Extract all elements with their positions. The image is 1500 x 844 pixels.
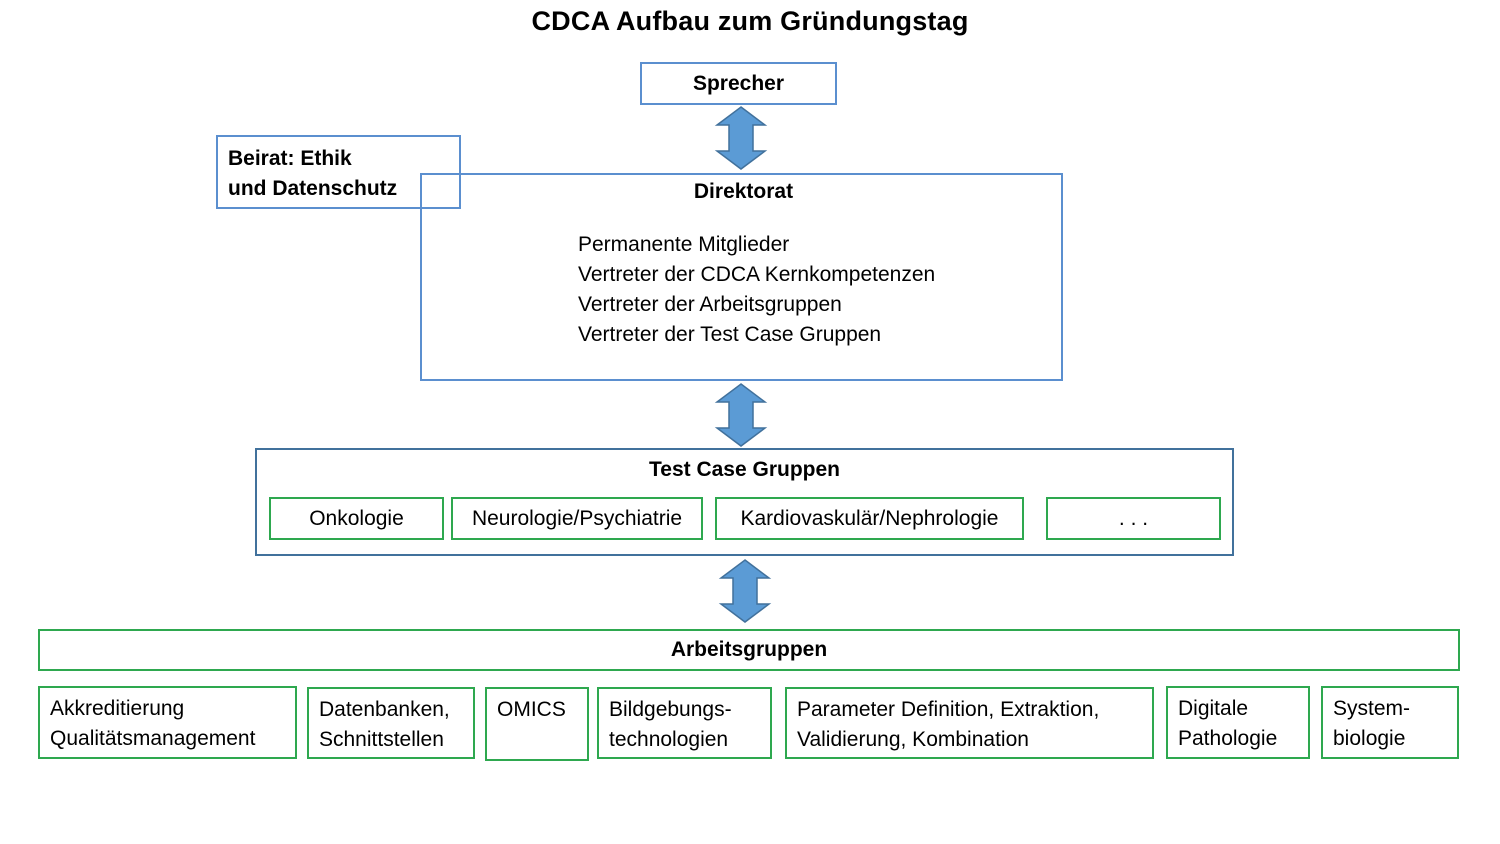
double-arrow-sprecher-direktorat <box>714 106 768 170</box>
ag-omics: OMICS <box>485 687 589 761</box>
ag-line-1: Datenbanken, <box>319 698 450 721</box>
test-case-heading: Test Case Gruppen <box>649 458 840 481</box>
diagram-title: CDCA Aufbau zum Gründungstag <box>531 6 969 36</box>
double-arrow-direktorat-testcase <box>714 383 768 447</box>
direktorat-box: Direktorat Permanente Mitglieder Vertret… <box>420 173 1063 381</box>
ag-line-1: OMICS <box>497 698 566 721</box>
direktorat-heading: Direktorat <box>693 180 794 203</box>
test-case-gruppen-box: Test Case Gruppen <box>255 448 1234 556</box>
ag-bildgebung: Bildgebungs- technologien <box>597 687 772 759</box>
sprecher-box: Sprecher <box>640 62 837 105</box>
test-case-label: Kardiovaskulär/Nephrologie <box>740 506 999 530</box>
direktorat-item: Vertreter der CDCA Kernkompetenzen <box>578 263 936 286</box>
test-case-label: . . . <box>1118 506 1149 530</box>
test-case-label: Onkologie <box>309 506 404 530</box>
ag-parameter: Parameter Definition, Extraktion, Validi… <box>785 687 1154 759</box>
test-case-kardiovaskulaer: Kardiovaskulär/Nephrologie <box>715 497 1024 540</box>
ag-line-1: Digitale <box>1178 697 1249 720</box>
ag-line-2: technologien <box>609 728 729 751</box>
test-case-onkologie: Onkologie <box>269 497 444 540</box>
ag-datenbanken: Datenbanken, Schnittstellen <box>307 687 475 759</box>
ag-line-2: Qualitätsmanagement <box>50 727 256 750</box>
arbeitsgruppen-heading: Arbeitsgruppen <box>670 638 828 661</box>
test-case-label: Neurologie/Psychiatrie <box>471 506 683 530</box>
ag-line-2: Validierung, Kombination <box>797 728 1029 751</box>
ag-line-1: Parameter Definition, Extraktion, <box>797 698 1100 721</box>
ag-systembiologie: System- biologie <box>1321 686 1459 759</box>
beirat-line-1: Beirat: Ethik <box>228 147 352 170</box>
sprecher-label: Sprecher <box>692 71 785 95</box>
direktorat-item: Vertreter der Test Case Gruppen <box>578 323 882 346</box>
arbeitsgruppen-box: Arbeitsgruppen <box>38 629 1460 671</box>
ag-line-2: Pathologie <box>1178 727 1278 750</box>
ag-line-1: Bildgebungs- <box>609 698 732 721</box>
test-case-neurologie: Neurologie/Psychiatrie <box>451 497 703 540</box>
beirat-box: Beirat: Ethik und Datenschutz <box>216 135 461 209</box>
ag-line-1: Akkreditierung <box>50 697 185 720</box>
ag-line-2: biologie <box>1333 727 1406 750</box>
test-case-more: . . . <box>1046 497 1221 540</box>
direktorat-member-list: Permanente Mitglieder Vertreter der CDCA… <box>578 230 935 350</box>
beirat-line-2: und Datenschutz <box>228 177 398 200</box>
double-arrow-testcase-arbeitsgruppen <box>718 559 772 623</box>
ag-line-2: Schnittstellen <box>319 728 444 751</box>
direktorat-item: Permanente Mitglieder <box>578 233 790 256</box>
ag-akkreditierung: Akkreditierung Qualitätsmanagement <box>38 686 297 759</box>
direktorat-item: Vertreter der Arbeitsgruppen <box>578 293 842 316</box>
ag-digitale-pathologie: Digitale Pathologie <box>1166 686 1310 759</box>
ag-line-1: System- <box>1333 697 1411 720</box>
